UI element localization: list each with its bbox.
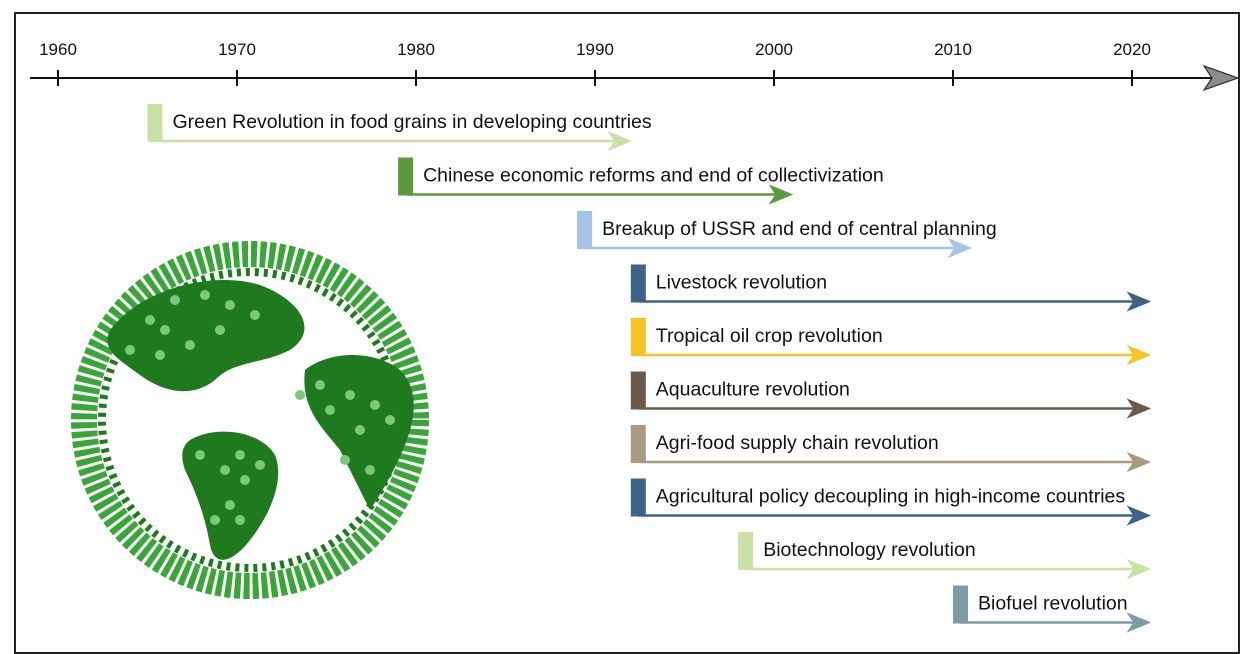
timeline-event: Tropical oil crop revolution bbox=[630, 318, 1152, 366]
event-arrowhead bbox=[1126, 344, 1152, 366]
event-arrowhead bbox=[768, 184, 794, 205]
timeline-event: Agri-food supply chain revolution bbox=[630, 425, 1152, 473]
event-arrowhead bbox=[607, 130, 633, 152]
globe-texture-dot bbox=[220, 465, 230, 475]
timeline-event: Green Revolution in food grains in devel… bbox=[147, 104, 652, 152]
globe-texture-dot bbox=[255, 460, 265, 470]
globe-texture-dot bbox=[225, 500, 235, 510]
event-label: Chinese economic reforms and end of coll… bbox=[423, 165, 884, 187]
event-label: Tropical oil crop revolution bbox=[656, 325, 883, 347]
globe-texture-dot bbox=[295, 390, 305, 400]
axis-tick-label: 2000 bbox=[755, 40, 793, 59]
globe-texture-dot bbox=[355, 425, 365, 435]
event-arrowhead bbox=[1126, 398, 1152, 419]
event-start-marker bbox=[398, 157, 414, 196]
event-list: Green Revolution in food grains in devel… bbox=[147, 104, 1152, 633]
event-start-marker bbox=[630, 318, 646, 356]
event-start-marker bbox=[630, 478, 646, 517]
event-arrowhead bbox=[947, 237, 973, 259]
globe-texture-dot bbox=[235, 515, 245, 525]
continent-south-america bbox=[182, 431, 279, 560]
globe-texture-dot bbox=[215, 325, 225, 335]
axis-tick-label: 1980 bbox=[397, 40, 435, 59]
globe-icon bbox=[71, 241, 429, 599]
event-label: Biofuel revolution bbox=[978, 593, 1128, 615]
event-start-marker bbox=[630, 264, 646, 303]
globe-texture-dot bbox=[145, 315, 155, 325]
globe-texture-dot bbox=[345, 390, 355, 400]
event-arrowhead bbox=[1126, 291, 1152, 312]
globe-texture-dot bbox=[185, 340, 195, 350]
event-start-marker bbox=[630, 425, 646, 463]
axis-tick-label: 1990 bbox=[576, 40, 614, 59]
globe-texture-dot bbox=[340, 455, 350, 465]
continent-north-america bbox=[107, 280, 305, 392]
event-start-marker bbox=[577, 211, 593, 249]
timeline-event: Livestock revolution bbox=[630, 264, 1152, 312]
globe-texture-dot bbox=[170, 295, 180, 305]
globe-texture-dot bbox=[155, 350, 165, 360]
timeline-event: Agricultural policy decoupling in high-i… bbox=[630, 478, 1152, 526]
timeline-event: Aquaculture revolution bbox=[630, 371, 1152, 419]
globe-texture-dot bbox=[370, 400, 380, 410]
globe-texture-dot bbox=[250, 310, 260, 320]
timeline-event: Breakup of USSR and end of central plann… bbox=[577, 211, 997, 259]
event-label: Breakup of USSR and end of central plann… bbox=[602, 218, 997, 240]
timeline-event: Biotechnology revolution bbox=[738, 532, 1152, 580]
globe-texture-dot bbox=[200, 290, 210, 300]
event-arrowhead bbox=[1126, 505, 1152, 526]
event-label: Aquaculture revolution bbox=[656, 379, 850, 401]
globe-texture-dot bbox=[325, 405, 335, 415]
event-start-marker bbox=[738, 532, 754, 570]
globe-texture-dot bbox=[385, 415, 395, 425]
globe-texture-dot bbox=[235, 450, 245, 460]
globe-rim bbox=[71, 241, 429, 599]
event-arrowhead bbox=[1126, 612, 1152, 633]
globe-texture-dot bbox=[160, 325, 170, 335]
axis-tick-label: 2020 bbox=[1113, 40, 1151, 59]
globe-texture-dot bbox=[365, 465, 375, 475]
globe-texture-dot bbox=[195, 450, 205, 460]
event-arrowhead bbox=[1126, 558, 1152, 580]
timeline-event: Chinese economic reforms and end of coll… bbox=[398, 157, 884, 205]
timeline-event: Biofuel revolution bbox=[953, 585, 1152, 633]
event-label: Agricultural policy decoupling in high-i… bbox=[656, 486, 1126, 508]
axis-arrowhead bbox=[1202, 64, 1240, 92]
globe-texture-dot bbox=[315, 380, 325, 390]
event-arrowhead bbox=[1126, 451, 1152, 473]
event-start-marker bbox=[953, 585, 968, 624]
axis-tick-label: 1960 bbox=[39, 40, 77, 59]
event-label: Livestock revolution bbox=[656, 272, 827, 294]
event-start-marker bbox=[147, 104, 163, 142]
time-axis: 1960 1970 1980 1990 2000 2010 2020 bbox=[30, 40, 1240, 92]
globe-texture-dot bbox=[225, 300, 235, 310]
event-label: Agri-food supply chain revolution bbox=[656, 432, 939, 454]
axis-tick-label: 1970 bbox=[218, 40, 256, 59]
event-label: Green Revolution in food grains in devel… bbox=[173, 111, 652, 133]
globe-texture-dot bbox=[210, 515, 220, 525]
globe-texture-dot bbox=[125, 345, 135, 355]
event-label: Biotechnology revolution bbox=[763, 539, 975, 561]
event-start-marker bbox=[630, 371, 646, 410]
globe-texture-dot bbox=[240, 475, 250, 485]
axis-tick-label: 2010 bbox=[934, 40, 972, 59]
